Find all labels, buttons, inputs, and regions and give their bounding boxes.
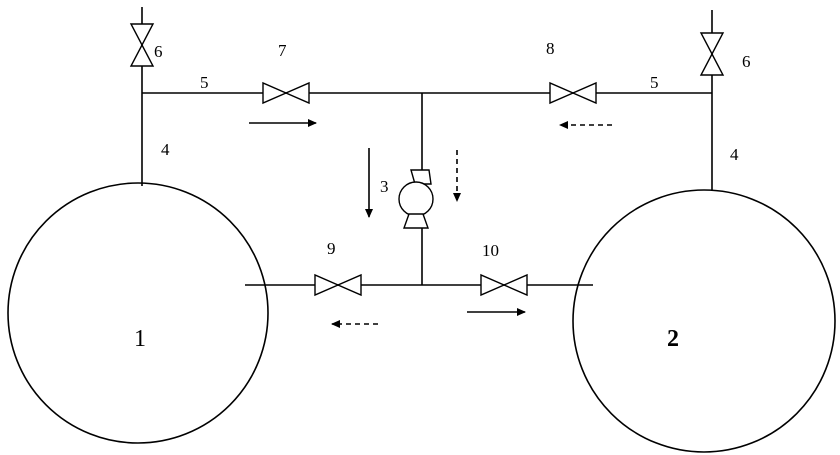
label-vent-valve-right: 6 <box>742 52 751 71</box>
label-valve-8: 8 <box>546 39 555 58</box>
vent-valve-left-bottom-icon <box>129 43 155 67</box>
valve-7-icon <box>262 81 310 105</box>
label-pump: 3 <box>380 177 389 196</box>
valve-10-icon <box>480 273 528 297</box>
label-valve-7: 7 <box>278 41 287 60</box>
label-riser-right: 4 <box>730 145 739 164</box>
label-vent-valve-left: 6 <box>154 42 163 61</box>
label-tank-1: 1 <box>134 326 146 352</box>
vent-valve-right-top-icon <box>699 32 725 56</box>
label-riser-left: 4 <box>161 140 170 159</box>
label-valve-10: 10 <box>482 241 499 260</box>
label-valve-9: 9 <box>327 239 336 258</box>
label-pipe-left: 5 <box>200 73 209 92</box>
tank-1 <box>7 182 269 444</box>
vent-valve-right-bottom-icon <box>699 52 725 76</box>
label-pipe-right: 5 <box>650 73 659 92</box>
vent-valve-left-top-icon <box>129 23 155 47</box>
label-tank-2: 2 <box>667 326 679 352</box>
tank-2 <box>572 189 836 453</box>
pump-icon <box>398 169 434 229</box>
valve-8-icon <box>549 81 597 105</box>
valve-9-icon <box>314 273 362 297</box>
